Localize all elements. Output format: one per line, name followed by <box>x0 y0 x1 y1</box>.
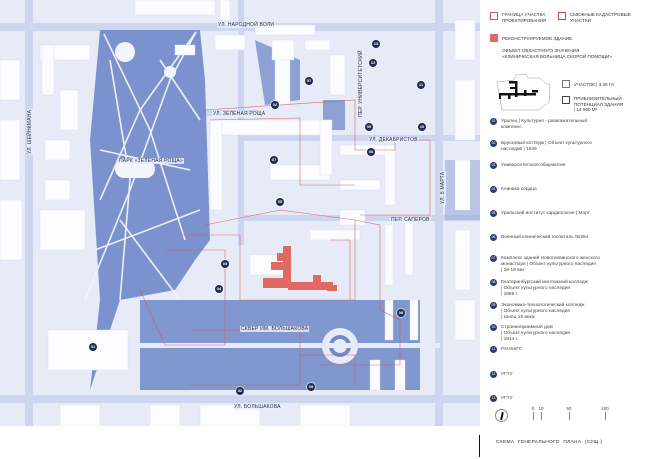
scale-tick <box>533 412 534 420</box>
legend-item-02: 02 Брусковый коттедж | Объект культурног… <box>490 140 592 152</box>
legend-item-10: 10 Странноприимный дом | Объект культурн… <box>490 324 570 342</box>
legend-item-05: 05 Уральский институт кардиологии | Морг <box>490 210 590 217</box>
marker-04[interactable]: 04 <box>215 285 223 293</box>
legend-item-01: 01 Уралец | Культурно - развлекательный … <box>490 118 588 130</box>
reconstructed-swatch-icon <box>490 34 498 42</box>
marker-02[interactable]: 02 <box>271 101 279 109</box>
legend-item-08: 08 Екатеринбургский монтажный колледж | … <box>490 279 588 297</box>
legend-item-13: 13 УГТУ <box>490 395 513 402</box>
scale-label-100: 100 <box>601 406 609 411</box>
marker-09[interactable]: 09 <box>307 383 315 391</box>
legend-reconstructed: РЕКОНСТРУИРУЕМОЕ ЗДАНИЕ: <box>490 34 573 42</box>
marker-01[interactable]: 01 <box>89 343 97 351</box>
marker-07b[interactable]: 07 <box>305 77 313 85</box>
legend-item-09: 09 Экономико-технологический колледж | О… <box>490 302 585 320</box>
map-graphics <box>0 0 480 426</box>
scale-label-50: 50 <box>566 406 572 411</box>
marker-02b[interactable]: 02 <box>236 387 244 395</box>
legend-item-11: 11 РАНХиГС <box>490 346 523 353</box>
north-arrow-icon <box>495 409 508 422</box>
cadastral-boundaries <box>139 99 431 386</box>
marker-13[interactable]: 13 <box>372 40 380 48</box>
street-label-bolshakova: УЛ. БОЛЬШАКОВА <box>233 404 282 410</box>
adjacent-swatch-icon <box>558 12 566 20</box>
divider <box>479 435 481 457</box>
reconstructed-building <box>263 246 337 291</box>
legend-item-12: 12 УГТУ <box>490 371 513 378</box>
boundary-swatch-icon <box>490 12 498 20</box>
marker-09b[interactable]: 09 <box>365 123 373 131</box>
legend-site-area: УЧАСТОК | 3,35 ГА <box>562 80 614 88</box>
scale-label-0: 0 <box>531 406 535 411</box>
plan-caption: СХЕМА ГЕНЕРАЛЬНОГО ПЛАНА (СУЩ.) <box>496 440 603 445</box>
marker-05[interactable]: 05 <box>276 198 284 206</box>
site-area-swatch-icon <box>562 80 570 88</box>
legend-potential: ПРИБЛИЗИТЕЛЬНЫЙ ПОТЕНЦИАЛ ЗДАНИЯ | 14 59… <box>562 96 623 113</box>
legend-adjacent: СМЕЖНЫЕ КАДАСТРОВЫЕ УЧАСТКИ <box>558 12 640 23</box>
scale-tick <box>605 412 606 420</box>
marker-11[interactable]: 11 <box>417 81 425 89</box>
marker-03[interactable]: 03 <box>221 260 229 268</box>
scale-tick <box>569 412 570 420</box>
site-plan-map[interactable]: УЛ. НАРОДНОЙ ВОЛИ УЛ. ЗЕЛЕНАЯ РОЩА ПЕР. … <box>0 0 480 426</box>
marker-10[interactable]: 10 <box>418 123 426 131</box>
legend-item-04: 04 Клиника сердца <box>490 186 537 193</box>
street-label-sheinkmana: УЛ. ШЕЙНКМАНА <box>27 108 33 155</box>
site-outline-thumbnail <box>496 73 551 111</box>
legend: ГРАНИЦА УЧАСТКА ПРОЕКТИРОВАНИЯ СМЕЖНЫЕ К… <box>490 0 650 459</box>
legend-object: ОБЪЕКТ ОБЛАСТНОГО ЗНАЧЕНИЯ «КЛИНИЧЕСКАЯ … <box>502 48 612 59</box>
building-potential-icon <box>562 96 570 104</box>
street-label-zelenaya-roshcha: УЛ. ЗЕЛЕНАЯ РОЩА <box>212 111 267 117</box>
area-label-park: ПАРК «ЗЕЛЕНАЯ РОЩА» <box>118 158 184 164</box>
marker-12[interactable]: 12 <box>369 59 377 67</box>
street-label-8-marta: УЛ. 8 МАРТА <box>440 170 446 205</box>
marker-07[interactable]: 07 <box>270 156 278 164</box>
legend-item-03: 03 Университетское общежитие <box>490 162 566 169</box>
area-label-square: СКВЕР ИМ. БОЛЬШАКОВА <box>240 326 310 332</box>
street-label-narodnoy-voli: УЛ. НАРОДНОЙ ВОЛИ <box>217 22 276 28</box>
legend-item-06: 06 Военный клинический госпиталь №354 <box>490 234 589 241</box>
legend-item-07: 07 Комплекс зданий Новотихвинского женск… <box>490 255 600 273</box>
scale-tick <box>541 412 542 420</box>
street-label-saperov: ПЕР. САПЕРОВ <box>390 217 431 223</box>
street-label-universitetsky: ПЕР. УНИВЕРСИТЕТСКИЙ <box>358 49 364 118</box>
marker-08[interactable]: 08 <box>397 309 405 317</box>
street-label-dekabristov: УЛ. ДЕКАБРИСТОВ <box>368 137 419 143</box>
scale-label-10: 10 <box>538 406 544 411</box>
marker-06[interactable]: 06 <box>367 148 375 156</box>
legend-boundary: ГРАНИЦА УЧАСТКА ПРОЕКТИРОВАНИЯ <box>490 12 552 23</box>
